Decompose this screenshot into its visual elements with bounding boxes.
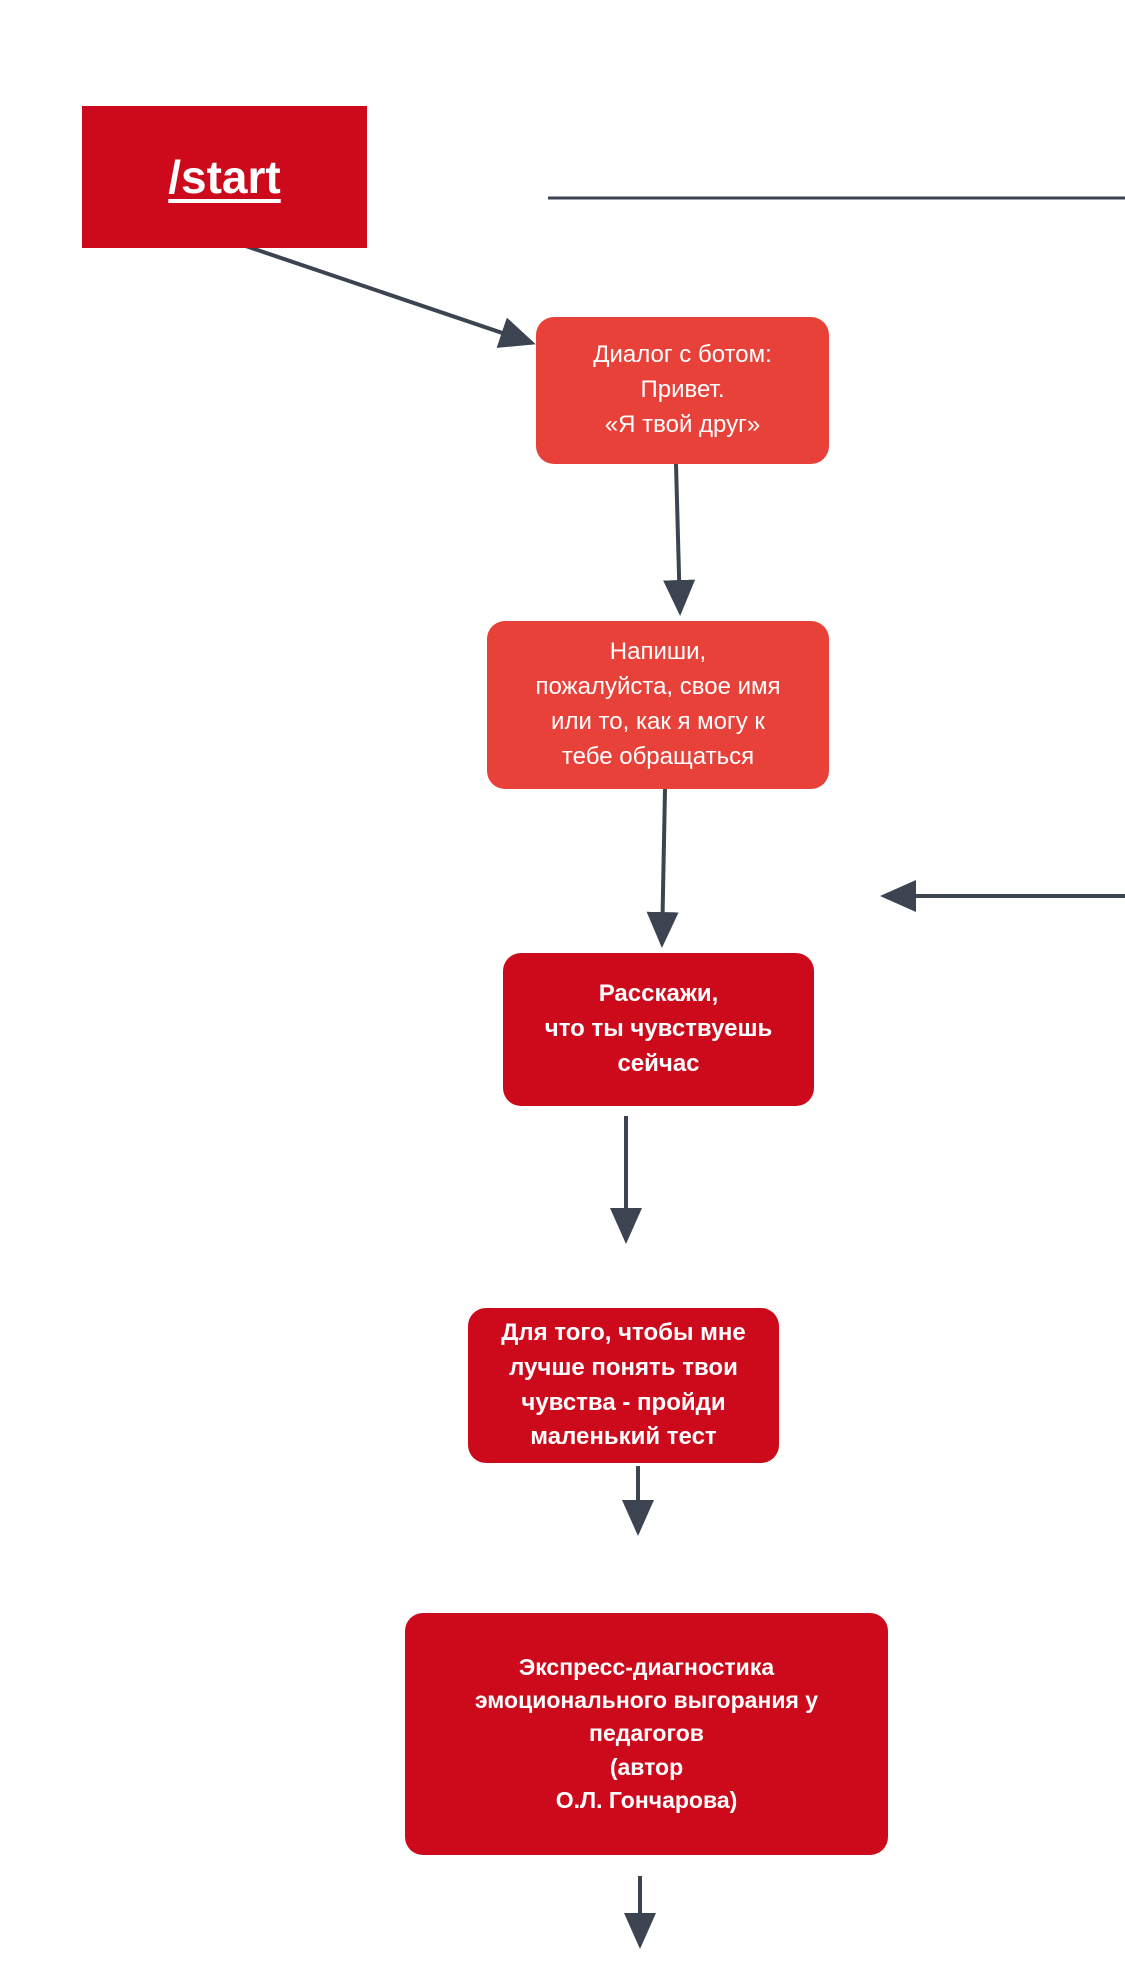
ask-name-node: Напиши, пожалуйста, свое имя или то, как… bbox=[487, 621, 829, 789]
edge-greeting-to-ask-name bbox=[663, 463, 696, 616]
express-diagnostics-node: Экспресс-диагностика эмоционального выго… bbox=[405, 1613, 888, 1855]
ask-feelings-node: Расскажи, что ты чувствуешь сейчас bbox=[503, 953, 814, 1106]
start-command-node: /start bbox=[82, 106, 367, 248]
offer-test-node: Для того, чтобы мне лучше понять твои чу… bbox=[468, 1308, 779, 1463]
edge-start-to-greeting bbox=[227, 238, 536, 348]
edge-ask-name-to-ask-feelings bbox=[646, 788, 679, 948]
greeting-node: Диалог с ботом: Привет. «Я твой друг» bbox=[536, 317, 829, 464]
